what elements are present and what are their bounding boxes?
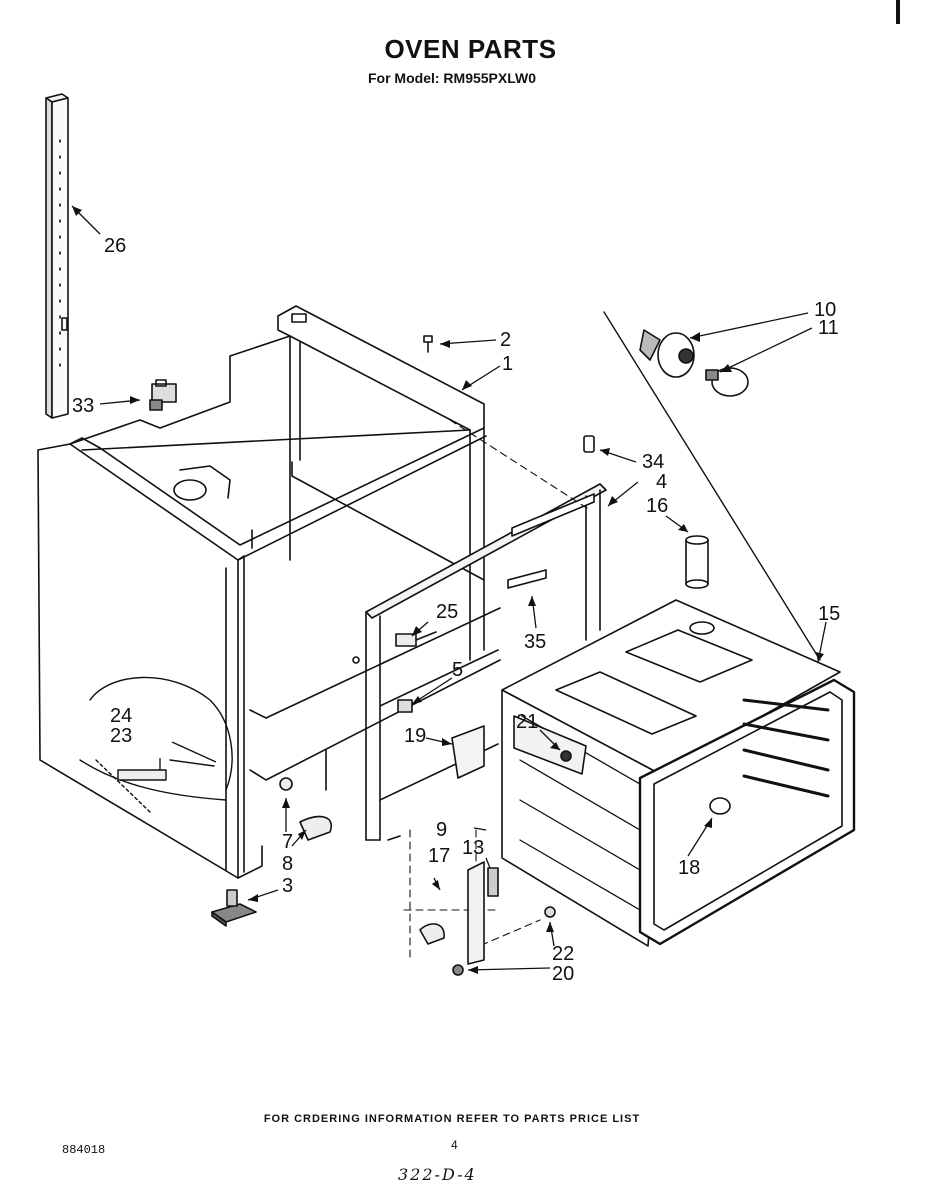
- callout-1: 1: [502, 353, 513, 375]
- callout-4: 4: [656, 471, 667, 493]
- cabinet-side-panel: [37, 437, 263, 879]
- model-subtitle: For Model: RM955PXLW0: [367, 70, 537, 86]
- callout-8: 8: [282, 853, 293, 875]
- leveling-clip: [279, 749, 333, 841]
- callout-2: 2: [500, 329, 511, 351]
- callout-3: 3: [282, 875, 293, 897]
- callout-21: 22: [552, 943, 574, 965]
- oven-sensor: [395, 631, 437, 647]
- callout-7: 7: [282, 831, 293, 853]
- callout-34: 34: [642, 451, 664, 473]
- side-trim-strip: [45, 93, 69, 419]
- callout-26: 26: [104, 235, 126, 257]
- scan-edge-mark: [896, 0, 900, 24]
- callout-33: 33: [72, 395, 94, 417]
- oven-front-frame: [352, 483, 607, 841]
- callout-24: 24: [110, 705, 132, 727]
- callout-23: 23: [110, 725, 132, 747]
- callout-22: 20: [552, 963, 574, 985]
- callout-5: 5: [452, 659, 463, 681]
- callout-18: 19: [404, 725, 426, 747]
- door-switch: [149, 379, 177, 411]
- document-number: 884018: [62, 1143, 106, 1157]
- vent-tube: [685, 535, 709, 589]
- callout-13: 13: [462, 837, 484, 859]
- callout-35: 35: [524, 631, 546, 653]
- callout-9: 9: [436, 819, 447, 841]
- callout-11: 11: [818, 317, 839, 339]
- ordering-note: FOR CRDERING INFORMATION REFER TO PARTS …: [263, 1113, 641, 1125]
- cabinet-top-frame: [69, 305, 501, 781]
- callout-19: 16: [646, 495, 668, 517]
- callout-20: 21: [516, 711, 538, 733]
- callout-17: 18: [678, 857, 700, 879]
- callout-25: 25: [436, 601, 458, 623]
- liner-bracket: [513, 715, 587, 775]
- door-hinge-assembly: [419, 861, 556, 976]
- sensor-clip: [397, 699, 413, 713]
- hinge-bracket: [451, 725, 485, 779]
- callout-10: 10: [814, 299, 836, 321]
- callout-16: 17: [428, 845, 450, 867]
- page-number: 4: [451, 1138, 458, 1152]
- door-gasket-frame: [638, 678, 856, 946]
- cap-plug: [583, 435, 595, 453]
- leveling-leg: [211, 889, 257, 927]
- wire-harness: [79, 676, 233, 813]
- callout-15: 15: [818, 603, 840, 625]
- page-title: OVEN PARTS: [384, 34, 557, 64]
- oven-light-assembly: [639, 329, 749, 397]
- arrow-heads: [72, 206, 824, 974]
- top-screw: [423, 335, 433, 353]
- handwritten-code: 322-D-4: [398, 1165, 477, 1184]
